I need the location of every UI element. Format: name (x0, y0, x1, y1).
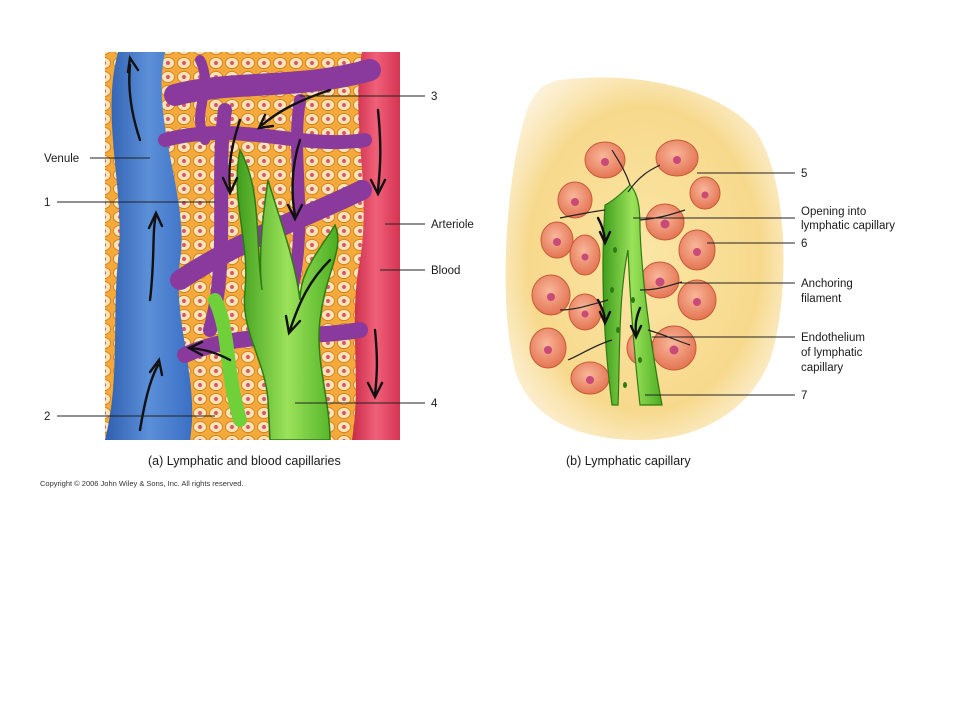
label-endothelium-line1: Endothelium (801, 332, 865, 344)
caption-b: (b) Lymphatic capillary (566, 454, 691, 468)
label-5: 5 (801, 168, 807, 180)
label-opening-line2: lymphatic capillary (801, 220, 895, 232)
label-3: 3 (431, 91, 437, 103)
label-6: 6 (801, 238, 807, 250)
panel-b-illustration (506, 77, 784, 440)
label-arteriole: Arteriole (431, 219, 474, 231)
label-anchoring-line1: Anchoring (801, 278, 853, 290)
caption-a: (a) Lymphatic and blood capillaries (148, 454, 341, 468)
label-7: 7 (801, 390, 807, 402)
panel-b-labels: 5 Opening into lymphatic capillary 6 Anc… (801, 168, 895, 402)
label-2: 2 (44, 411, 50, 423)
label-1: 1 (44, 197, 50, 209)
label-blood: Blood (431, 265, 460, 277)
label-endothelium-line3: capillary (801, 362, 843, 374)
panel-a-illustration (105, 52, 400, 440)
label-opening-line1: Opening into (801, 206, 866, 218)
copyright-text: Copyright © 2006 John Wiley & Sons, Inc.… (40, 479, 244, 488)
label-anchoring-line2: filament (801, 293, 842, 305)
label-endothelium-line2: of lymphatic (801, 347, 863, 359)
label-venule: Venule (44, 153, 79, 165)
label-4: 4 (431, 398, 438, 410)
